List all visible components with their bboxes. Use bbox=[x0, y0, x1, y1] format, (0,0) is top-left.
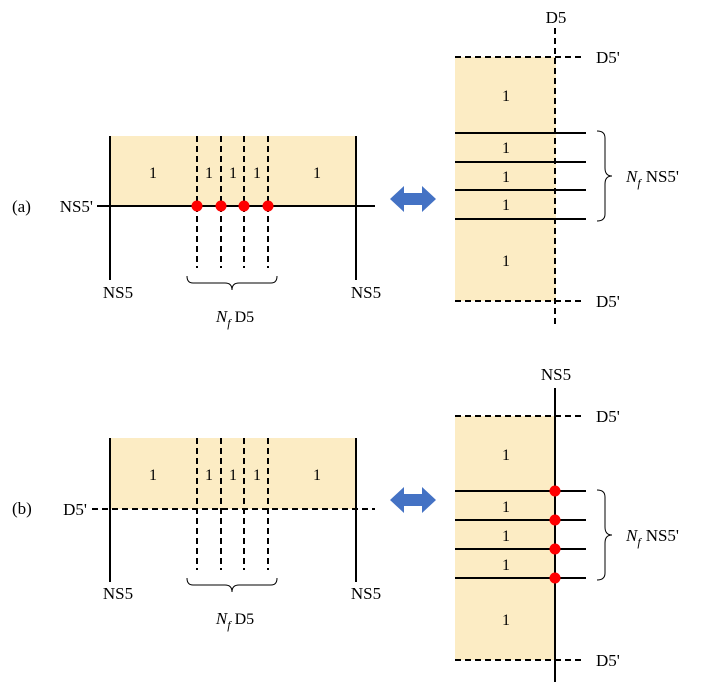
region-label: 1 bbox=[149, 165, 157, 182]
brane-label: D5' bbox=[63, 500, 87, 519]
ns5-left-label: NS5 bbox=[103, 283, 133, 302]
junction-dot bbox=[215, 200, 227, 212]
region-label: 1 bbox=[149, 467, 157, 484]
junction-dot bbox=[549, 485, 561, 497]
ns5-top-label: NS5 bbox=[541, 365, 571, 384]
brane-label: NS5' bbox=[60, 197, 93, 216]
panel-tag: (a) bbox=[12, 197, 31, 216]
junction-dot bbox=[549, 572, 561, 584]
junction-dot bbox=[191, 200, 203, 212]
brace bbox=[596, 130, 613, 222]
region-label: 1 bbox=[502, 499, 510, 516]
region-label: 1 bbox=[502, 88, 510, 105]
panel-b-right-region bbox=[455, 416, 556, 660]
region-label: 1 bbox=[229, 467, 237, 484]
region-label: 1 bbox=[502, 253, 510, 270]
ns5-right-label: NS5 bbox=[351, 283, 381, 302]
brace bbox=[186, 577, 278, 593]
junction-dot bbox=[262, 200, 274, 212]
brace bbox=[186, 275, 278, 291]
region-label: 1 bbox=[313, 165, 321, 182]
ns5-right-label: NS5 bbox=[351, 584, 381, 603]
junction-dot bbox=[549, 514, 561, 526]
region-label: 1 bbox=[502, 197, 510, 214]
region-label: 1 bbox=[502, 169, 510, 186]
region-label: 1 bbox=[502, 447, 510, 464]
d5prime-bottom-label: D5' bbox=[596, 292, 620, 311]
panel-a-left-region bbox=[110, 136, 356, 206]
brace bbox=[596, 489, 613, 581]
double-headed-arrow-icon bbox=[390, 186, 436, 212]
region-label: 1 bbox=[253, 165, 261, 182]
ns5-left-label: NS5 bbox=[103, 584, 133, 603]
region-label: 1 bbox=[502, 557, 510, 574]
d5prime-top-label: D5' bbox=[596, 48, 620, 67]
region-label: 1 bbox=[205, 165, 213, 182]
d5prime-top-label: D5' bbox=[596, 407, 620, 426]
d5prime-bottom-label: D5' bbox=[596, 651, 620, 670]
double-headed-arrow-icon bbox=[390, 487, 436, 513]
region-label: 1 bbox=[253, 467, 261, 484]
junction-dot bbox=[549, 543, 561, 555]
region-label: 1 bbox=[502, 528, 510, 545]
d5-top-label: D5 bbox=[546, 8, 567, 27]
panel-b-left-region bbox=[110, 438, 356, 509]
region-label: 1 bbox=[313, 467, 321, 484]
region-label: 1 bbox=[229, 165, 237, 182]
region-label: 1 bbox=[205, 467, 213, 484]
panel-tag: (b) bbox=[12, 499, 32, 518]
junction-dot bbox=[238, 200, 250, 212]
panel-a-right-region bbox=[455, 57, 556, 301]
region-label: 1 bbox=[502, 612, 510, 629]
region-label: 1 bbox=[502, 140, 510, 157]
